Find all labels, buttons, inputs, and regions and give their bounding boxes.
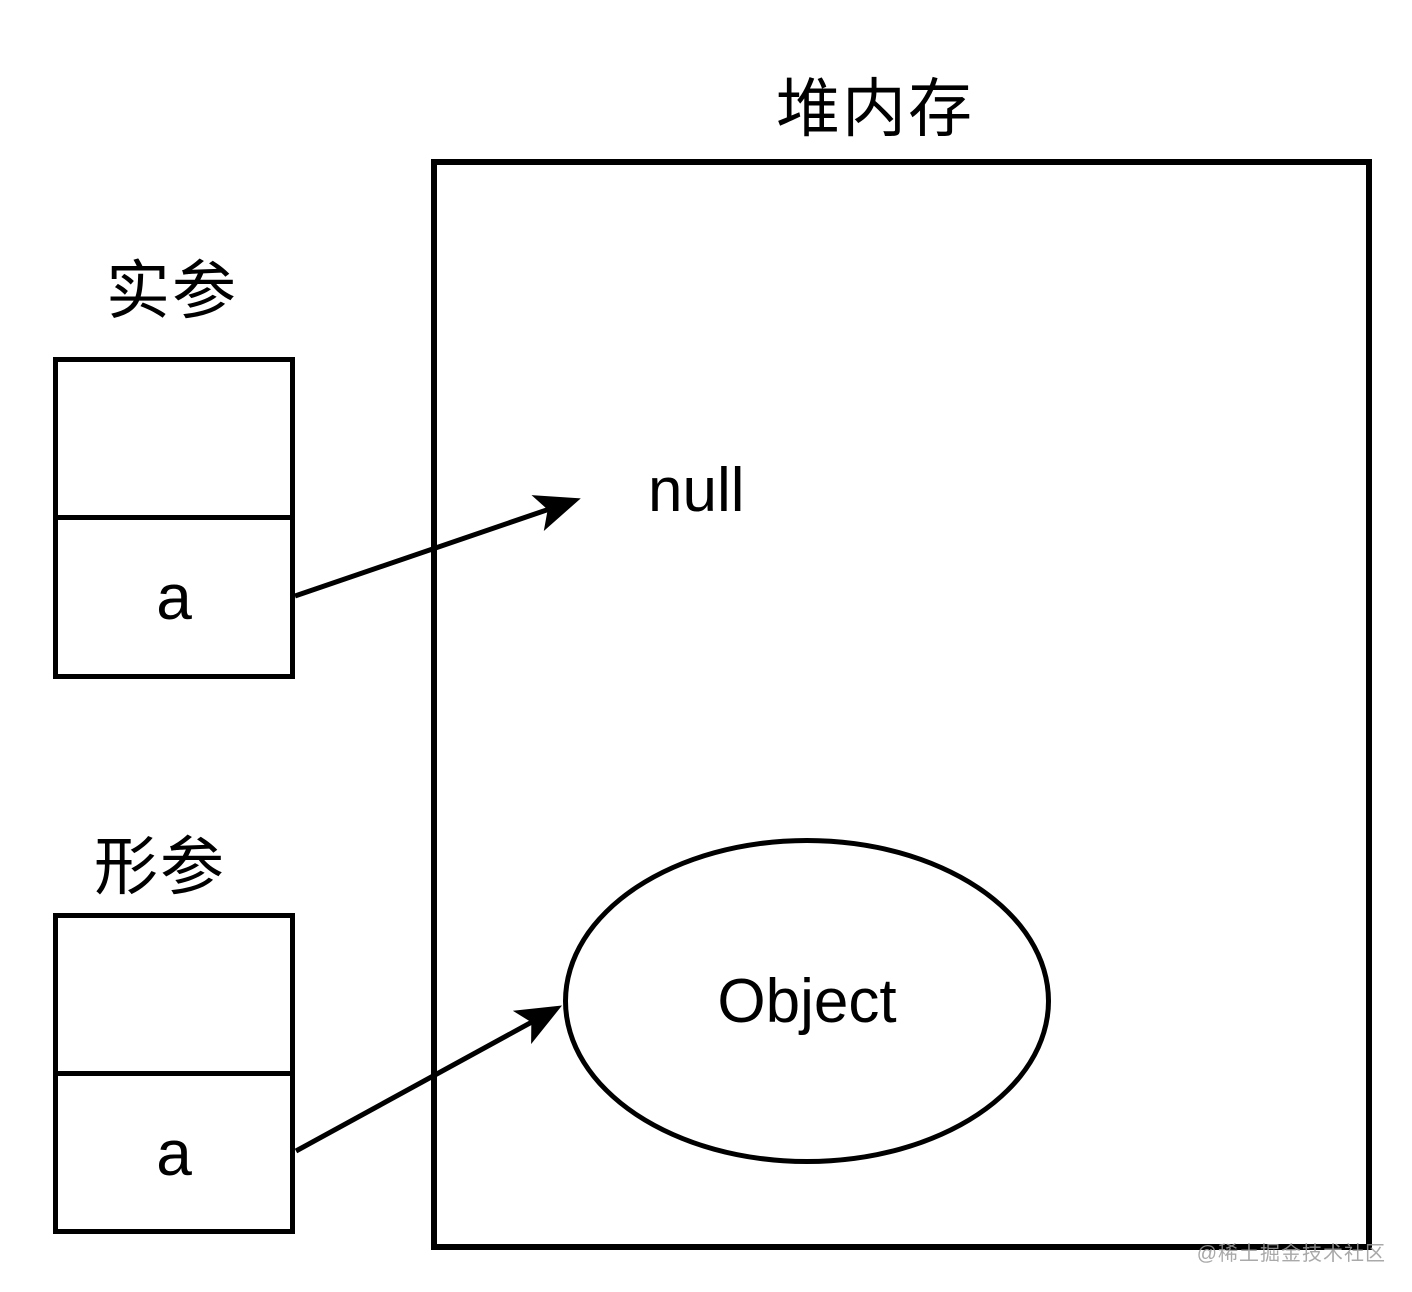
- formal-param-var-name: a: [156, 1116, 192, 1189]
- actual-param-box: a: [53, 357, 295, 679]
- formal-param-var-cell: a: [58, 1076, 290, 1229]
- heap-title: 堆内存: [776, 73, 974, 145]
- object-ellipse: Object: [563, 838, 1051, 1164]
- object-label: Object: [717, 966, 897, 1036]
- heap-box: [431, 159, 1372, 1250]
- actual-param-label: 实参: [106, 255, 238, 327]
- formal-param-empty-cell: [58, 918, 290, 1076]
- actual-param-empty-cell: [58, 362, 290, 520]
- actual-param-var-name: a: [156, 561, 192, 633]
- formal-param-box: a: [53, 913, 295, 1234]
- watermark: @稀土掘金技术社区: [1196, 1243, 1386, 1265]
- formal-param-label: 形参: [94, 831, 226, 903]
- actual-param-var-cell: a: [58, 520, 290, 674]
- null-value-label: null: [648, 456, 745, 525]
